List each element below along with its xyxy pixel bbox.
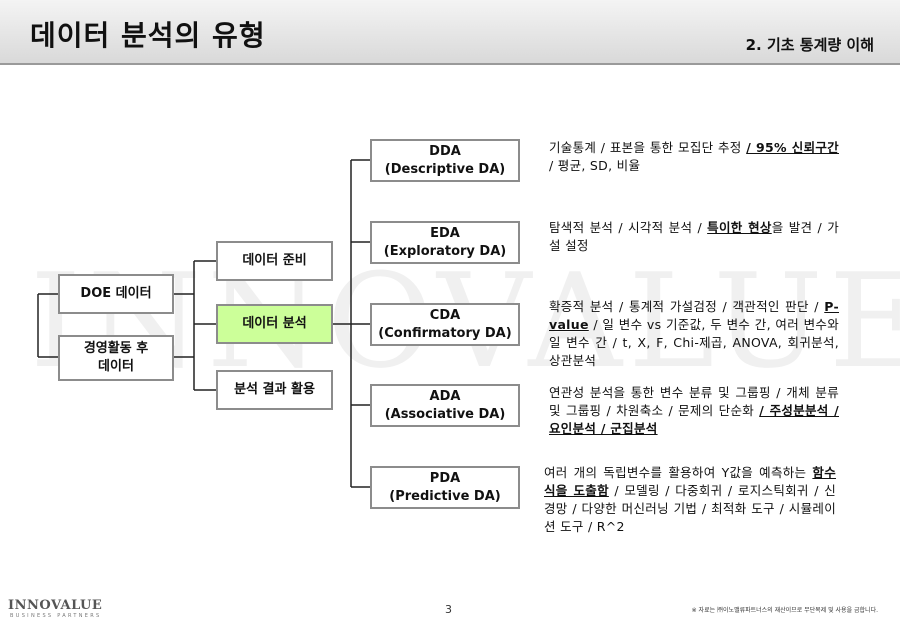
source-label: 경영활동 후 데이터 [83, 341, 149, 374]
desc-text: / 일 변수 vs 기준값, 두 변수 간, 여러 변수와 일 변수 간 / t… [549, 317, 839, 368]
desc-eda: 탐색적 분석 / 시각적 분석 / 특이한 현상을 발견 / 가설 설정 [549, 219, 839, 255]
desc-emphasis: / 주성분분석 / 요인분석 / 군집분석 [549, 403, 839, 436]
desc-cda: 확증적 분석 / 통계적 가설검정 / 객관적인 판단 / P-value / … [549, 298, 839, 370]
page-title: 데이터 분석의 유형 [30, 19, 266, 52]
desc-text: 여러 개의 독립변수를 활용하여 Y값을 예측하는 [544, 465, 813, 480]
type-dda: DDA (Descriptive DA) [370, 139, 520, 182]
type-ada: ADA (Associative DA) [370, 384, 520, 427]
desc-text: 기술통계 / 표본을 통한 모집단 추정 [549, 140, 747, 155]
desc-dda: 기술통계 / 표본을 통한 모집단 추정 / 95% 신뢰구간 / 평균, SD… [549, 139, 839, 175]
type-eda: EDA (Exploratory DA) [370, 221, 520, 264]
type-full: (Associative DA) [384, 406, 506, 422]
desc-text: 확증적 분석 / 통계적 가설검정 / 객관적인 판단 / [549, 299, 825, 314]
type-abbr: EDA [430, 225, 460, 241]
desc-text: 탐색적 분석 / 시각적 분석 / [549, 220, 708, 235]
header-bar: 데이터 분석의 유형 2. 기초 통계량 이해 [0, 0, 900, 65]
desc-emphasis: 함수식을 도출함 [544, 465, 836, 498]
type-abbr: DDA [429, 143, 461, 159]
desc-emphasis: / 95% 신뢰구간 [746, 140, 839, 155]
page-number: 3 [445, 603, 452, 616]
type-pda: PDA (Predictive DA) [370, 466, 520, 509]
type-full: (Exploratory DA) [383, 243, 507, 259]
source-doe-data: DOE 데이터 [58, 274, 174, 314]
desc-text: / 모델링 / 다중회귀 / 로지스틱회귀 / 신경망 / 다양한 머신러닝 기… [544, 483, 837, 534]
desc-text: / 평균, SD, 비율 [549, 158, 641, 173]
type-abbr: PDA [429, 470, 461, 486]
company-logo: INNOVALUE [8, 598, 103, 613]
desc-emphasis: P-value [549, 299, 839, 332]
source-label: DOE 데이터 [80, 286, 152, 301]
desc-pda: 여러 개의 독립변수를 활용하여 Y값을 예측하는 함수식을 도출함 / 모델링… [544, 464, 836, 536]
type-abbr: CDA [429, 307, 461, 323]
stage-label: 데이터 준비 [242, 253, 307, 268]
company-logo-subtitle: BUSINESS PARTNERS [10, 613, 102, 619]
type-full: (Predictive DA) [389, 488, 501, 504]
type-abbr: ADA [429, 388, 461, 404]
stage-data-analysis: 데이터 분석 [216, 304, 333, 344]
desc-text: 연관성 분석을 통한 변수 분류 및 그룹핑 / 개체 분류 및 그룹핑 / 차… [549, 385, 839, 418]
stage-data-prep: 데이터 준비 [216, 241, 333, 281]
desc-ada: 연관성 분석을 통한 변수 분류 및 그룹핑 / 개체 분류 및 그룹핑 / 차… [549, 384, 839, 438]
stage-label: 데이터 분석 [242, 316, 307, 331]
stage-label: 분석 결과 활용 [234, 382, 315, 397]
stage-result-use: 분석 결과 활용 [216, 370, 333, 410]
desc-emphasis: 특이한 현상 [707, 220, 772, 235]
type-full: (Confirmatory DA) [378, 325, 512, 341]
type-cda: CDA (Confirmatory DA) [370, 303, 520, 346]
copyright-note: ※ 자료는 ㈜이노밸류파트너스의 재산이므로 무단복제 및 사용을 금합니다. [691, 607, 878, 614]
source-business-data: 경영활동 후 데이터 [58, 335, 174, 381]
desc-text: 을 발견 / 가설 설정 [549, 220, 839, 253]
section-label: 2. 기초 통계량 이해 [745, 36, 874, 54]
type-full: (Descriptive DA) [384, 161, 506, 177]
